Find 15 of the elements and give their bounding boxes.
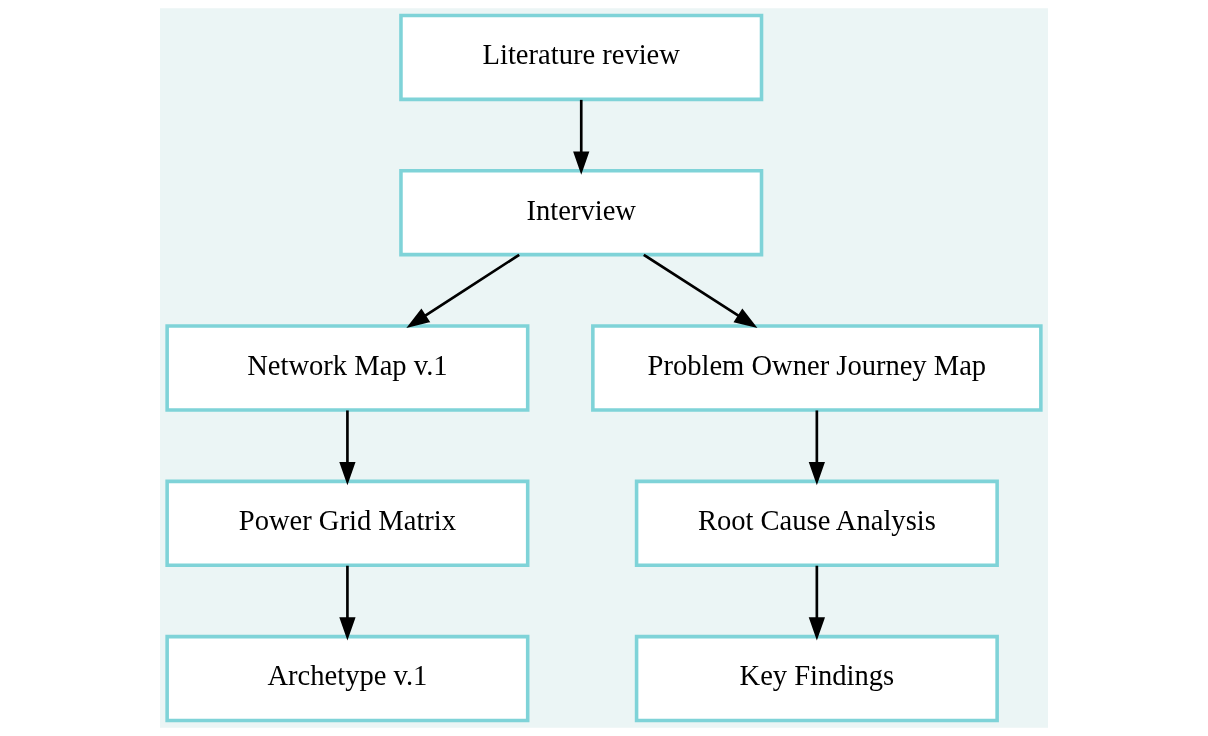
node-box: Literature review (399, 13, 764, 102)
node-box: Archetype v.1 (165, 634, 530, 723)
arrow (808, 410, 825, 486)
arrow (808, 565, 825, 641)
node-box: Network Map v.1 (165, 324, 530, 412)
arrow (339, 565, 356, 641)
arrow (643, 253, 758, 328)
node-box: Problem Owner Journey Map (591, 324, 1043, 412)
node-box: Key Findings (634, 634, 999, 723)
node-box: Interview (399, 169, 764, 257)
arrow (573, 99, 590, 175)
node-box: Power Grid Matrix (165, 479, 530, 567)
arrow (406, 253, 520, 328)
node-box: Root Cause Analysis (634, 479, 999, 567)
arrow (339, 410, 356, 486)
